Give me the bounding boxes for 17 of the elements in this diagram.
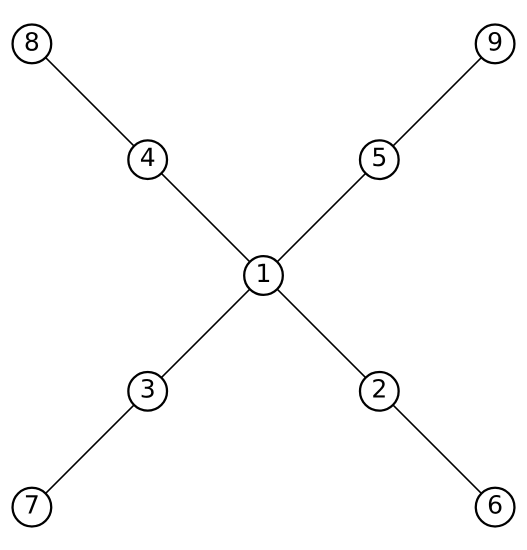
node-circle: 2 (358, 370, 400, 412)
node-circle: 1 (243, 254, 284, 296)
node-circle: 9 (474, 22, 516, 64)
node-circle: 3 (127, 370, 168, 412)
connector (45, 404, 135, 494)
connector (276, 172, 366, 262)
connector (45, 56, 135, 146)
node-circle: 6 (474, 486, 516, 528)
connector (392, 56, 482, 146)
connector (392, 404, 482, 494)
node-circle: 4 (127, 138, 168, 180)
node-circle: 8 (11, 22, 52, 64)
connector (276, 288, 366, 378)
connector (160, 172, 250, 262)
node-circle: 5 (358, 138, 400, 180)
node-circle: 7 (11, 486, 52, 528)
connector (160, 288, 250, 378)
